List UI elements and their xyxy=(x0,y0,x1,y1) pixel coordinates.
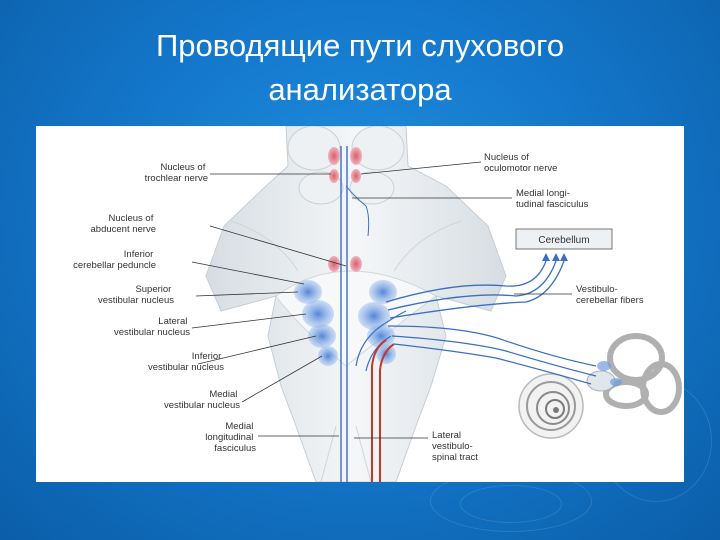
label-inferior-vestibular-nucleus: Inferior vestibular nucleus xyxy=(148,351,224,373)
right-labels: Nucleus of oculomotor nerve Medial longi… xyxy=(432,152,644,463)
label-medial-longitudinal-fasciculus-right: Medial longi- tudinal fasciculus xyxy=(516,188,589,210)
background-ripple xyxy=(460,485,562,523)
label-superior-vestibular-nucleus: Superior vestibular nucleus xyxy=(98,284,174,306)
label-lateral-vestibular-nucleus: Lateral vestibular nucleus xyxy=(114,316,190,338)
label-nucleus-abducent: Nucleus of abducent nerve xyxy=(91,213,157,235)
left-labels: Nucleus of trochlear nerve Nucleus of ab… xyxy=(73,162,256,454)
slide-title: Проводящие пути слухового анализатора xyxy=(0,24,720,112)
vestibular-pathways-figure: Cerebellum xyxy=(36,126,684,482)
slide-title-line-2: анализатора xyxy=(268,72,452,107)
cerebellum-label: Cerebellum xyxy=(538,235,589,246)
anatomy-illustration: Cerebellum xyxy=(73,126,682,482)
label-medial-longitudinal-fasciculus-left: Medial longitudinal fasciculus xyxy=(205,421,256,454)
label-nucleus-oculomotor: Nucleus of oculomotor nerve xyxy=(484,152,557,174)
label-nucleus-trochlear: Nucleus of trochlear nerve xyxy=(145,162,208,184)
label-vestibulo-cerebellar-fibers: Vestibulo- cerebellar fibers xyxy=(576,284,644,306)
leader-lines xyxy=(191,161,572,439)
cranial-nerve-nuclei xyxy=(328,147,362,272)
label-lateral-vestibulospinal-tract: Lateral vestibulo- spinal tract xyxy=(432,430,478,463)
label-medial-vestibular-nucleus: Medial vestibular nucleus xyxy=(164,389,240,411)
cerebellum-box xyxy=(515,228,613,250)
label-inferior-cerebellar-peduncle: Inferior cerebellar peduncle xyxy=(73,249,156,271)
vestibular-nuclei xyxy=(294,280,397,366)
inner-ear xyxy=(518,333,682,439)
slide-title-line-1: Проводящие пути слухового xyxy=(155,28,565,63)
tracts xyxy=(340,146,597,482)
